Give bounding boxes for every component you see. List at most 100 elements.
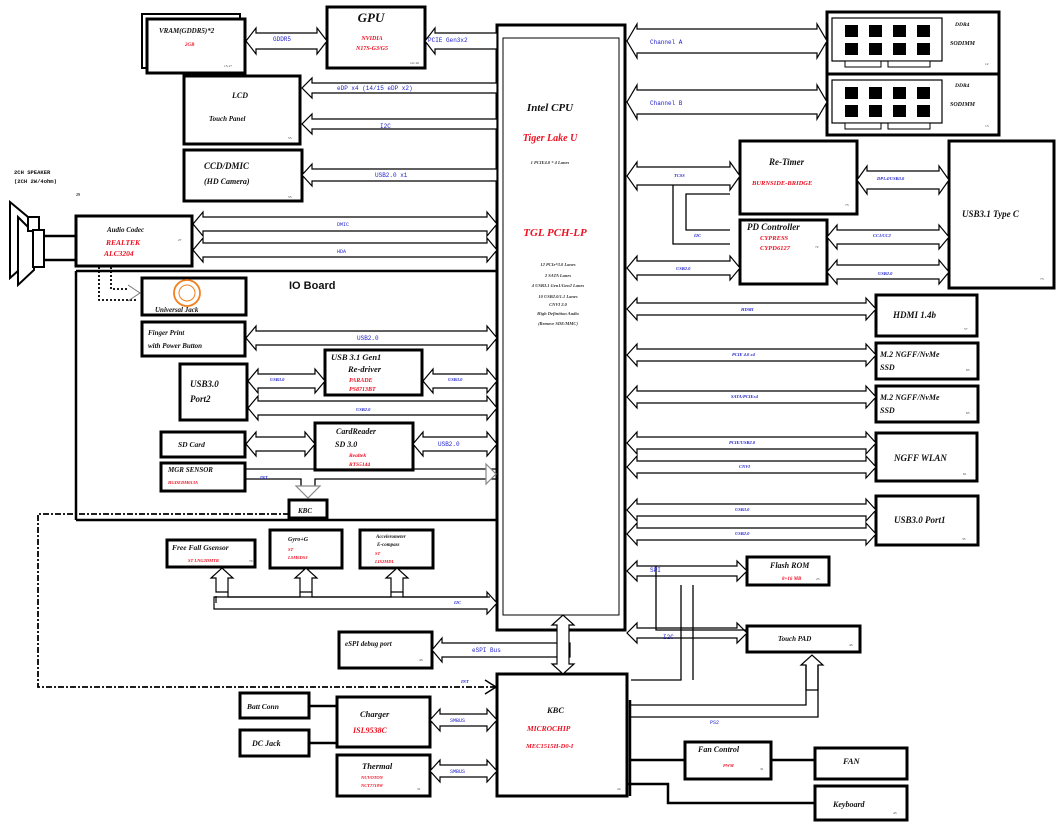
speaker-title: 2CH SPEAKER (14, 169, 51, 176)
card-reader-block[interactable] (313, 421, 415, 472)
cpu-block[interactable] (495, 23, 627, 632)
retimer-page: 73 (845, 203, 849, 207)
ssd1-page: 63 (966, 368, 970, 372)
bus-label-usb20-p1: USB2.0 (735, 531, 750, 536)
hdmi-block[interactable] (874, 293, 979, 338)
pd-controller-title: PD Controller (747, 222, 800, 232)
gyro-title: Gyro+G (288, 537, 309, 543)
pd-controller-block[interactable] (738, 218, 829, 286)
ssd1-block[interactable] (874, 341, 980, 381)
pd-controller-vendor: CYPRESS (760, 235, 789, 242)
universal-jack-label: Universal Jack (155, 306, 199, 314)
usb20-port2-arrow (247, 394, 498, 422)
free-fall-i2c-arrow (209, 567, 235, 593)
charger-block[interactable] (335, 695, 432, 749)
lcd-block[interactable] (182, 74, 302, 146)
headphone-jack-icon (173, 279, 201, 307)
sd-card-block[interactable] (159, 430, 247, 459)
pcie-ssd-arrow (626, 342, 877, 368)
gyro-vendor: ST (288, 547, 294, 552)
usb-typec-block[interactable] (947, 139, 1056, 290)
usb30-port2-line1: USB3.0 (190, 379, 219, 389)
dc-jack-block[interactable] (238, 728, 311, 758)
thermal-block[interactable] (335, 753, 432, 798)
touch-pad-title: Touch PAD (778, 635, 811, 643)
memory-pin-icon (844, 122, 882, 130)
audio-codec-page: 27 (178, 238, 182, 242)
usb-cam-arrow (301, 162, 498, 188)
kbc-main-block[interactable] (495, 672, 629, 798)
bus-label-channel-a: Channel A (650, 39, 683, 46)
memory-pin-icon (887, 122, 931, 130)
wlan-block[interactable] (874, 431, 979, 483)
memory-chip-icon (917, 25, 930, 37)
vram-block[interactable] (145, 17, 247, 75)
bus-label-dp-usb: DP1.4/USB3.0 (876, 176, 905, 181)
flash-rom-size: 8+16 MB (782, 577, 802, 582)
espi-debug-page: 43 (419, 658, 423, 662)
memory-chip-icon (893, 43, 906, 55)
memory-pin-icon (887, 60, 931, 68)
fan-block[interactable] (813, 746, 909, 781)
ddr4-a-title: DDR4 (954, 22, 970, 28)
batt-conn-block[interactable] (238, 691, 311, 720)
io-kbc-block[interactable] (287, 498, 329, 520)
usb20-p1-arrow (626, 521, 877, 547)
channel-b-arrow (626, 82, 828, 122)
io-board-title: IO Board (289, 280, 335, 292)
free-fall-page: 70 (249, 559, 253, 563)
memory-chip-icon (845, 25, 858, 37)
pch-feature: 2 SATA Lanes (544, 273, 572, 278)
audio-codec-title: Audio Codec (106, 226, 144, 234)
ssd2-block[interactable] (874, 384, 980, 424)
ccd-block[interactable] (182, 148, 304, 203)
bus-label-i2c-lcd: I2C (380, 123, 391, 130)
spi-kbc-wire-a (631, 585, 682, 681)
pd-controller-page: 72 (815, 245, 819, 249)
usb-typec-page: 73 (1040, 277, 1044, 281)
espi-debug-block[interactable] (337, 630, 434, 670)
pch-feature: CNVI 2.0 (549, 302, 568, 307)
smbus-charger-arrow (429, 707, 498, 733)
vram-title: VRAM(GDDR5)*2 (159, 27, 215, 35)
audio-codec-block[interactable] (74, 214, 194, 268)
memory-chip-icon (893, 87, 906, 99)
channel-a-arrow (626, 21, 828, 61)
accelerometer-block[interactable] (358, 528, 435, 570)
usb30-port1-page: 35 (962, 537, 966, 541)
mgr-sensor-block[interactable] (159, 461, 247, 493)
finger-print-block[interactable] (140, 320, 247, 358)
speaker-page: 29 (76, 192, 80, 197)
i2c-lcd-arrow (301, 112, 498, 136)
bus-label-espi: eSPI Bus (472, 647, 501, 654)
usb-typec-arrow (826, 258, 950, 286)
usb30-port1-block[interactable] (874, 494, 980, 547)
usb30-left-arrow (247, 367, 326, 395)
sd-card-label: SD Card (178, 440, 205, 449)
gddr5-arrow (245, 26, 328, 56)
redriver-subtitle: Re-driver (347, 364, 382, 374)
ddr4-b-page: 13 (985, 124, 989, 128)
ps2-wire-bot (631, 665, 819, 718)
mgr-sensor-part: HGDEDM013A (167, 480, 198, 485)
bus-label-usb30-right: USB3.0 (448, 377, 463, 382)
keyboard-page: 43 (893, 811, 897, 815)
gpu-block[interactable] (325, 5, 427, 70)
pd-controller-part: CYPD6127 (760, 245, 791, 252)
thermal-page: 31 (417, 787, 421, 791)
free-fall-sensor-block[interactable] (165, 538, 257, 569)
sata-ssd-arrow (626, 384, 877, 410)
keyboard-block[interactable] (813, 784, 909, 822)
ddr4-b-subtitle: SODIMM (950, 102, 976, 108)
redriver-block[interactable] (323, 348, 424, 397)
gyro-block[interactable] (268, 528, 344, 570)
usb30-port2-line2: Port2 (190, 394, 211, 404)
bus-label-i2c-pd: I2C (693, 233, 702, 238)
touch-pad-block[interactable] (745, 624, 862, 654)
usb30-port2-block[interactable] (178, 362, 249, 422)
bus-label-i2c-sensors: I2C (453, 600, 462, 605)
memory-chip-icon (917, 105, 930, 117)
retimer-block[interactable] (738, 139, 859, 216)
io-board-frame (74, 269, 498, 522)
